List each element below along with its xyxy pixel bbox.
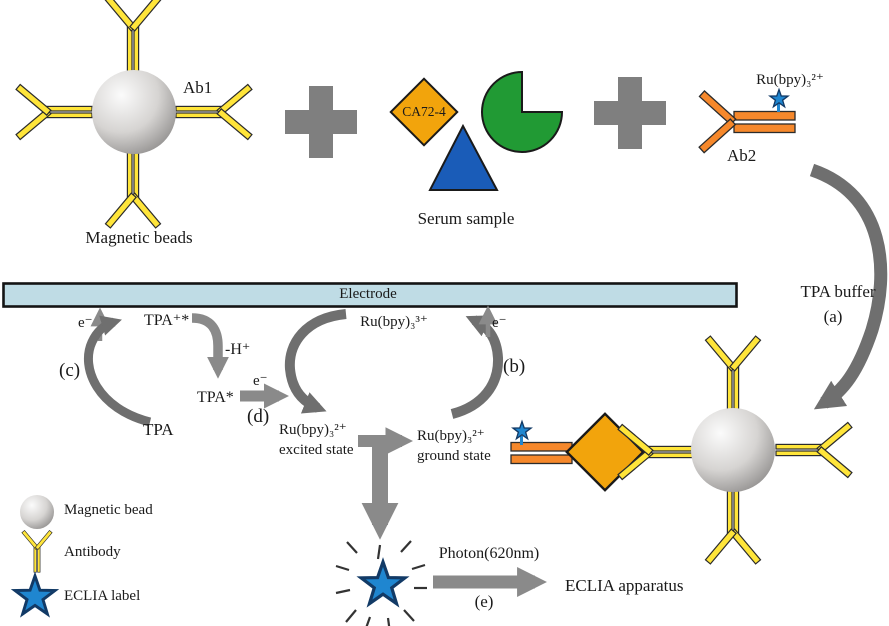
plus-icon: [285, 86, 357, 158]
ru-ground-line2: ground state: [417, 448, 491, 464]
ca72-4-antigen-icon: [389, 77, 459, 147]
step-d-label: (d): [247, 406, 270, 427]
ru-excited-label: Ru(bpy)₃²⁺ excited state: [279, 420, 354, 460]
antibody-icon: [704, 335, 762, 413]
step-e-label: (e): [474, 592, 494, 611]
deprotonation-arrow: [191, 313, 229, 379]
tpa-oxidation-curve: [84, 315, 152, 427]
legend-antibody-label: Antibody: [64, 544, 121, 560]
serum-sample-label: Serum sample: [417, 209, 515, 228]
step-c-label: (c): [59, 360, 81, 381]
deprotonation-label: -H⁺: [225, 341, 251, 358]
antibody-icon: [21, 530, 53, 573]
relaxation-arrows: [358, 427, 414, 540]
emission-star-icon: [359, 560, 407, 606]
antibody-icon: [704, 487, 762, 565]
ru-cycle-arrows: [284, 305, 504, 419]
antibody-icon: [104, 151, 162, 229]
legend-icons: [13, 495, 57, 616]
ab2-label: Ab2: [727, 146, 757, 165]
ca72-4-antigen-icon: [565, 412, 645, 492]
step-b-label: (b): [503, 356, 526, 377]
step-a-label: (a): [823, 307, 843, 326]
ru-ground-line1: Ru(bpy)₃²⁺: [417, 428, 485, 444]
arrow-a-curve: [809, 163, 888, 410]
ru-tag-label: Ru(bpy)₃²⁺: [756, 72, 824, 88]
ca72-4-label: CA72-4: [402, 104, 446, 119]
labelled-ab2-group: [698, 88, 796, 154]
ru-excited-line1: Ru(bpy)₃²⁺: [279, 422, 347, 438]
sandwich-complex: [510, 335, 853, 565]
serum-sample-group: [389, 70, 564, 191]
plus-icon: [594, 77, 666, 149]
magnetic-bead-icon: [20, 495, 54, 529]
magnetic-bead-icon: [92, 70, 176, 154]
pacman-shape-icon: [481, 70, 564, 153]
ru-reduction-curve: [284, 309, 347, 414]
ru-oxidation-curve: [450, 315, 504, 419]
tpa-label: TPA: [143, 420, 174, 439]
tpa-cycle-arrows: [84, 307, 290, 427]
electron-d-label: e⁻: [253, 373, 268, 389]
electrode-label: Electrode: [339, 286, 397, 302]
antibody-icon: [775, 421, 853, 479]
eclia-label-star-icon: [13, 574, 57, 616]
ru-3plus-label: Ru(bpy)₃³⁺: [360, 314, 428, 330]
ru-excited-line2: excited state: [279, 442, 354, 458]
tpa-radical-cation-label: TPA⁺*: [144, 312, 190, 329]
tpa-buffer-label: TPA buffer: [800, 282, 876, 301]
legend-eclia-label: ECLIA label: [64, 588, 141, 604]
legend-magnetic-bead-label: Magnetic bead: [64, 502, 153, 518]
antibody-icon: [104, 0, 162, 73]
antibody-icon: [15, 83, 93, 141]
photon-label: Photon(620nm): [438, 545, 540, 562]
eclia-apparatus-label: ECLIA apparatus: [565, 576, 684, 595]
magnetic-beads-label: Magnetic beads: [85, 228, 193, 247]
magnetic-bead-complex: [15, 0, 253, 229]
electron-b-label: e⁻: [492, 315, 507, 331]
tpa-radical-label: TPA*: [197, 389, 234, 406]
light-emission-star: [335, 540, 427, 626]
triangle-shape-icon: [428, 123, 499, 191]
ab1-label: Ab1: [183, 78, 213, 97]
magnetic-bead-icon: [691, 408, 775, 492]
label-stem: [777, 102, 780, 112]
electron-c-label: e⁻: [78, 315, 93, 331]
electrode-bar: [2, 282, 738, 308]
label-stem: [520, 436, 523, 445]
ru-ground-label: Ru(bpy)₃²⁺ ground state: [417, 426, 491, 466]
